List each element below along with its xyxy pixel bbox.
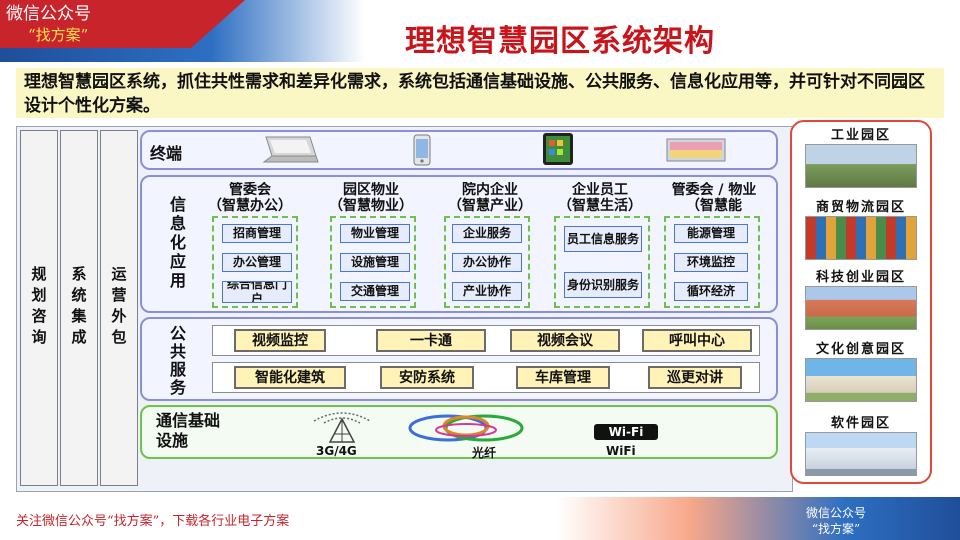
footer-watermark: 微信公众号 “找方案” <box>806 505 866 537</box>
wifi-icon: Wi-Fi <box>594 424 658 440</box>
service-tag: 一卡通 <box>376 329 486 352</box>
service-box: 企业服务 <box>452 224 522 243</box>
footer-note: 关注微信公众号“找方案”，下载各行业电子方案 <box>16 514 290 529</box>
service-box: 产业协作 <box>452 282 522 301</box>
footer-band <box>0 497 960 540</box>
park-photo <box>805 286 917 330</box>
service-tag: 车库管理 <box>516 366 610 389</box>
column-planning: 规划咨询 <box>20 130 58 486</box>
group-dashed-frame <box>444 216 530 308</box>
tablet-icon <box>543 133 573 165</box>
fiber-icon <box>408 414 524 442</box>
park-photo <box>805 432 917 476</box>
park-photo <box>805 216 917 260</box>
phone-icon <box>413 134 431 166</box>
group-dashed-frame <box>554 216 650 308</box>
service-box: 物业管理 <box>340 224 410 243</box>
service-box: 循环经济 <box>674 282 748 301</box>
column-label: 系统集成 <box>69 266 88 350</box>
service-box: 招商管理 <box>222 224 292 243</box>
terminal-label: 终端 <box>150 144 183 163</box>
service-tag: 视频会议 <box>510 329 620 352</box>
service-tag: 安防系统 <box>380 366 474 389</box>
column-label: 运营外包 <box>109 266 128 350</box>
comm-item: 3G/4G <box>316 444 357 458</box>
park-label: 科技创业园区 <box>815 270 906 285</box>
group-title: 管委会 / 物业 （智慧能 <box>671 182 757 214</box>
service-box: 综合信息门户 <box>222 281 292 303</box>
info-app-label: 信息化应用 <box>167 196 186 291</box>
cell-tower-icon <box>313 412 371 443</box>
comm-panel <box>140 405 778 459</box>
group-dashed-frame <box>664 216 760 308</box>
service-box: 办公协作 <box>452 253 522 272</box>
column-outsourcing: 运营外包 <box>100 130 138 486</box>
group-title: 企业员工 （智慧生活） <box>558 182 642 214</box>
group-dashed-frame <box>330 216 416 308</box>
comm-label: 通信基础设施 <box>156 411 221 450</box>
public-service-label: 公共服务 <box>167 325 186 397</box>
park-label: 文化创意园区 <box>815 342 906 357</box>
laptop-icon <box>262 136 319 163</box>
service-box: 交通管理 <box>340 282 410 301</box>
service-box: 员工信息服务 <box>564 226 642 252</box>
group-title: 院内企业 （智慧产业） <box>448 182 532 214</box>
service-tag: 视频监控 <box>234 329 326 352</box>
service-box: 设施管理 <box>340 253 410 272</box>
park-photo <box>805 144 917 188</box>
footer-watermark-line: 微信公众号 <box>806 506 867 520</box>
group-title: 园区物业 （智慧物业） <box>329 182 413 214</box>
column-integration: 系统集成 <box>60 130 98 486</box>
group-dashed-frame <box>212 216 298 308</box>
service-tag: 智能化建筑 <box>234 366 346 389</box>
service-box: 环境监控 <box>674 253 748 272</box>
park-label: 工业园区 <box>830 128 891 143</box>
header-watermark-sub: “找方案” <box>28 26 89 44</box>
park-label: 软件园区 <box>830 416 891 431</box>
header-watermark: 微信公众号 <box>6 4 91 24</box>
group-title: 管委会 （智慧办公） <box>208 182 292 214</box>
comm-item: WiFi <box>606 444 636 458</box>
intro-text: 理想智慧园区系统，抓住共性需求和差异化需求，系统包括通信基础设施、公共服务、信息… <box>16 68 944 118</box>
service-tag: 巡更对讲 <box>648 366 742 389</box>
service-box: 办公管理 <box>222 253 292 272</box>
page-title: 理想智慧园区系统架构 <box>405 24 715 59</box>
comm-item: 光纤 <box>472 446 497 460</box>
park-label: 商贸物流园区 <box>815 200 906 215</box>
service-box: 身份识别服务 <box>564 272 642 298</box>
tv-icon <box>666 138 726 162</box>
service-tag: 呼叫中心 <box>642 329 752 352</box>
park-photo <box>805 358 917 402</box>
footer-watermark-line: “找方案” <box>811 522 861 536</box>
column-label: 规划咨询 <box>29 266 48 350</box>
service-box: 能源管理 <box>674 224 748 243</box>
